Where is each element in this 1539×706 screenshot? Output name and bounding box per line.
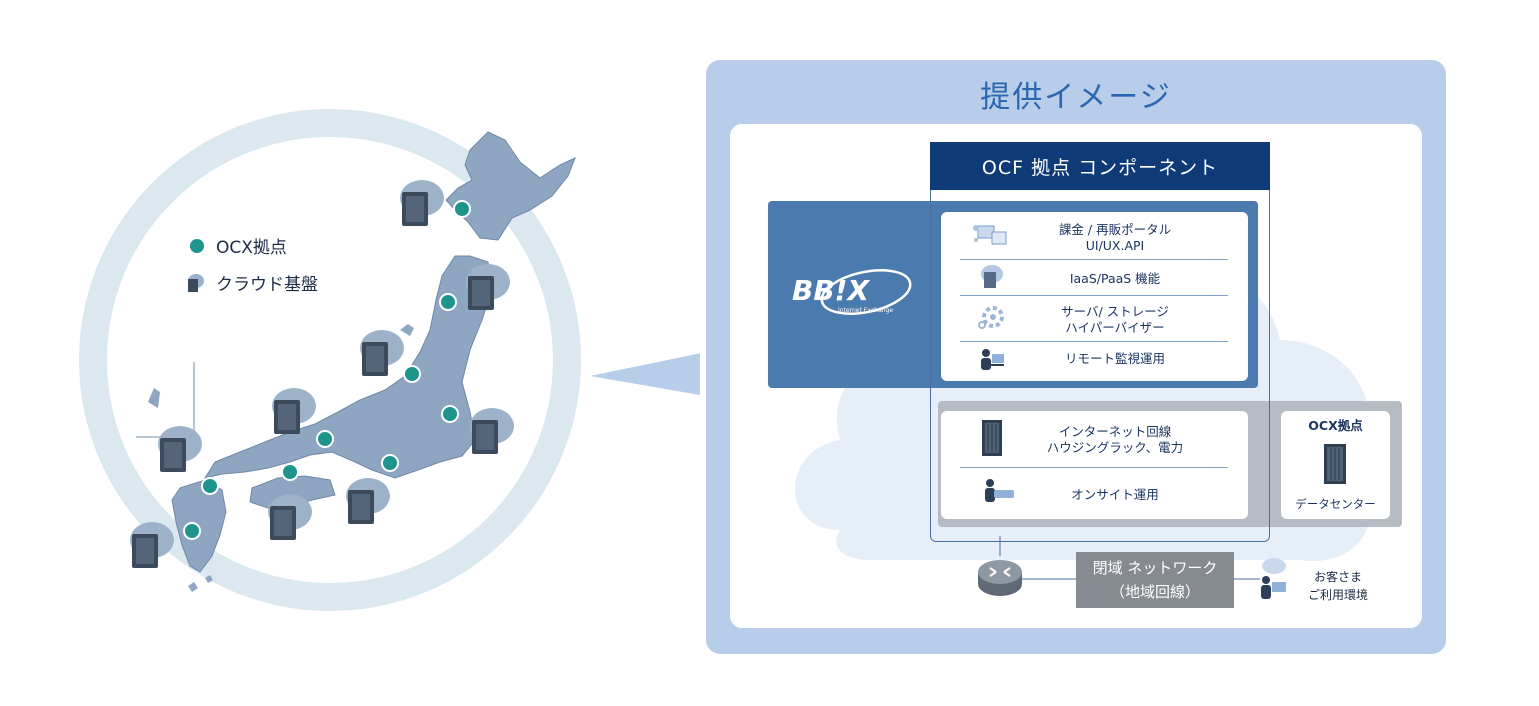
legend-ocx: OCX拠点 — [190, 233, 287, 258]
item-internet: インターネット回線 ハウジングラック、電力 — [1022, 424, 1208, 456]
server-rack-icon — [1324, 444, 1346, 484]
ocx-point — [403, 365, 421, 383]
gear-icon — [978, 306, 1004, 329]
divider — [960, 259, 1228, 260]
item-server: サーバ/ ストレージ ハイパーバイザー — [1022, 304, 1208, 336]
ocx-card-title: OCX拠点 — [1308, 418, 1363, 433]
ocf-header: OCF 拠点 コンポーネント — [930, 142, 1270, 190]
cloud-server-icon — [188, 273, 204, 292]
ocx-point — [439, 293, 457, 311]
legend-cloud-label: クラウド基盤 — [216, 275, 318, 295]
item-remote: リモート監視運用 — [1064, 351, 1165, 366]
japan-map-illustration — [79, 109, 700, 611]
cloud-server-icon — [158, 426, 202, 472]
closed-network-line1: 閉域 ネットワーク — [1092, 559, 1218, 577]
item-internet-line2: ハウジングラック、電力 — [1046, 440, 1184, 455]
operator-icon — [981, 349, 1004, 370]
item-internet-line1: インターネット回線 — [1058, 424, 1172, 439]
ocx-point — [453, 200, 471, 218]
item-onsite: オンサイト運用 — [1071, 487, 1159, 502]
ocx-point — [201, 477, 219, 495]
divider — [960, 341, 1228, 342]
item-iaas: IaaS/PaaS 機能 — [1069, 271, 1161, 286]
cloud-server-icon — [130, 522, 174, 568]
map-ring — [79, 109, 581, 611]
server-rack-icon — [982, 420, 1002, 456]
cloud-server-icon — [470, 408, 514, 454]
dashboard-icon — [973, 225, 1007, 245]
ocx-point — [281, 463, 299, 481]
southern-islands — [188, 575, 213, 592]
ocx-dot-icon — [190, 238, 204, 253]
item-server-line2: ハイパーバイザー — [1065, 320, 1165, 335]
honshu-shape — [203, 255, 493, 479]
ocx-point — [441, 405, 459, 423]
customer-icon — [1261, 558, 1286, 599]
bbix-logo-text: BB!X — [792, 274, 870, 307]
bbix-logo: BB!X Internet Exchange — [792, 269, 912, 315]
divider — [960, 295, 1228, 296]
router-icon — [978, 560, 1022, 596]
cloud-server-icon — [360, 330, 404, 376]
legend-cloud: クラウド基盤 — [186, 270, 318, 295]
item-billing-line1: 課金 / 再販ポータル — [1058, 222, 1172, 237]
operator-icon — [985, 479, 1014, 502]
customer-line2: ご利用環境 — [1307, 588, 1368, 602]
item-billing-line2: UI/UX.API — [1085, 238, 1145, 253]
divider — [960, 467, 1228, 468]
cloud-server-icon — [400, 180, 444, 226]
hokkaido-shape — [445, 131, 576, 241]
sado-island — [400, 324, 414, 336]
ocx-point — [316, 430, 334, 448]
cloud-server-icon — [268, 494, 312, 540]
cloud-server-icon — [981, 265, 1003, 288]
network-connections — [999, 536, 1260, 580]
ocx-card-caption: データセンター — [1295, 497, 1376, 511]
item-server-line1: サーバ/ ストレージ — [1061, 304, 1169, 319]
bbix-logo-sub: Internet Exchange — [838, 307, 893, 314]
cloud-server-icon — [346, 478, 390, 524]
cloud-server-icon — [272, 388, 316, 434]
callout-wedge — [590, 353, 700, 395]
ocx-point — [381, 454, 399, 472]
panel-title: 提供イメージ — [980, 80, 1172, 115]
item-billing: 課金 / 再販ポータル UI/UX.API — [1022, 222, 1208, 254]
ocx-point — [183, 522, 201, 540]
closed-network-box: 閉域 ネットワーク （地域回線） — [1076, 552, 1234, 608]
closed-network-line2: （地域回線） — [1109, 583, 1200, 601]
customer-line1: お客さま — [1313, 570, 1362, 584]
tsushima-island — [148, 388, 160, 408]
cloud-server-icon — [466, 264, 510, 310]
legend-ocx-label: OCX拠点 — [216, 238, 287, 258]
customer-label: お客さま ご利用環境 — [1298, 568, 1378, 604]
